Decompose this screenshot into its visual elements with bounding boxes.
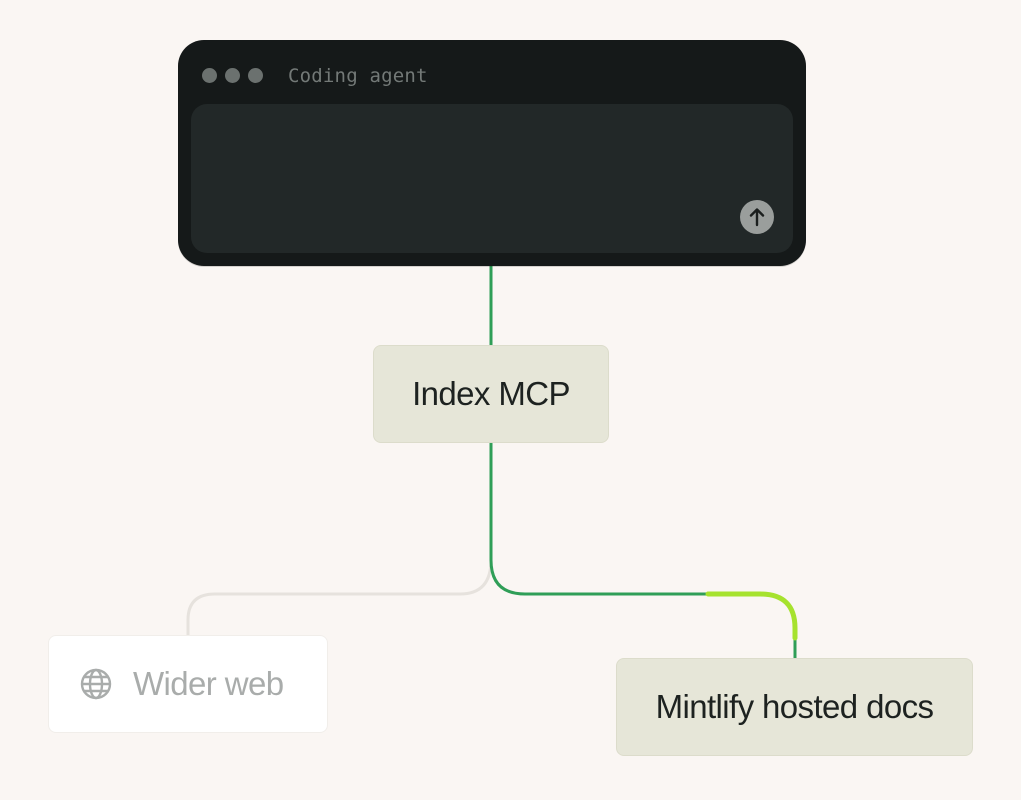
arrow-up-icon: [749, 208, 765, 227]
window-dot-icon[interactable]: [202, 68, 217, 83]
send-button[interactable]: [740, 200, 774, 234]
prompt-input-area[interactable]: [191, 104, 793, 253]
globe-icon: [79, 667, 113, 701]
window-dot-icon[interactable]: [225, 68, 240, 83]
connector-to-wider-web: [186, 558, 493, 638]
node-mintlify-hosted-docs[interactable]: Mintlify hosted docs: [616, 658, 973, 756]
node-wider-web-label: Wider web: [133, 665, 284, 702]
connector-index-to-mintlify: [489, 443, 797, 658]
node-wider-web[interactable]: Wider web: [48, 635, 328, 733]
node-index-mcp[interactable]: Index MCP: [373, 345, 609, 443]
window-dot-icon[interactable]: [248, 68, 263, 83]
node-mintlify-label: Mintlify hosted docs: [655, 688, 934, 725]
window-controls: [202, 68, 263, 83]
coding-agent-window: Coding agent: [178, 40, 806, 266]
window-title: Coding agent: [288, 65, 428, 87]
node-index-mcp-label: Index MCP: [412, 375, 570, 412]
connector-highlight-segment: [705, 591, 798, 641]
